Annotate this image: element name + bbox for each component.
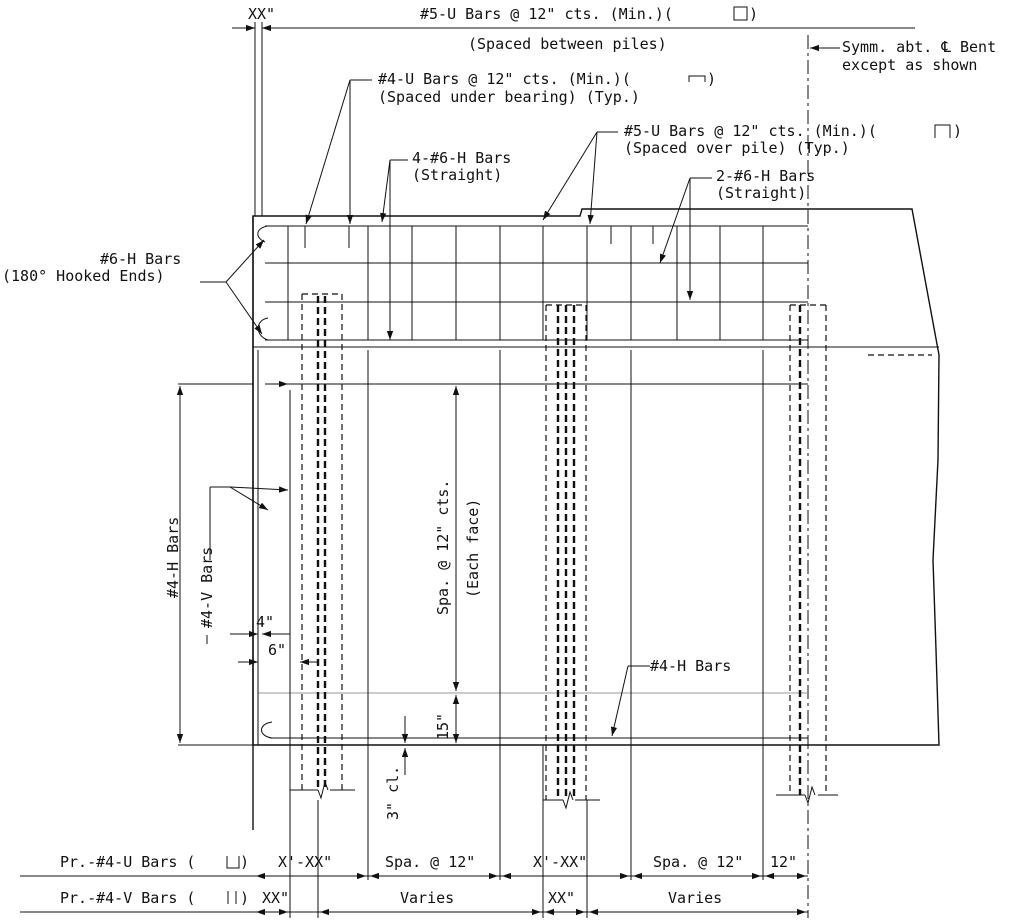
v-row-value-2: Varies (400, 889, 454, 907)
spaced-between-piles-label: (Spaced between piles) (468, 35, 667, 53)
dimension-h-bars-left (176, 380, 288, 746)
svg-text:#4-U Bars @ 12" cts. (Min.)(: #4-U Bars @ 12" cts. (Min.)( (378, 70, 631, 88)
cap-outline (252, 208, 940, 830)
u-row-label: Pr.-#4-U Bars ( ) (60, 853, 249, 871)
h4-left-label: #4-H Bars (164, 517, 182, 598)
v4-label: #4-V Bars (198, 547, 216, 628)
u-row-value-3: X'-XX" (533, 853, 587, 871)
svg-text:Pr.-#4-V Bars (: Pr.-#4-V Bars ( (60, 889, 195, 907)
svg-text:#4-H Bars: #4-H Bars (650, 657, 731, 675)
h6-2-label-line1: 2-#6-H Bars (716, 167, 815, 185)
v-row-value-3: XX" (548, 889, 575, 907)
vertical-v-bars (257, 350, 764, 790)
svg-text:): ) (749, 5, 758, 23)
svg-text:): ) (953, 122, 962, 140)
vertical-u-bars (287, 226, 764, 340)
v-row-label: Pr.-#4-V Bars ( ) (60, 889, 249, 907)
svg-text:(Spaced under bearing) (Typ.): (Spaced under bearing) (Typ.) (378, 88, 640, 106)
svg-text:Pr.-#4-U Bars (: Pr.-#4-U Bars ( (60, 853, 195, 871)
u-row-value-2: Spa. @ 12" (385, 853, 475, 871)
cover-dimensions (230, 630, 318, 666)
u-row-value-4: Spa. @ 12" (653, 853, 743, 871)
u-bar-symbol (226, 856, 240, 869)
u-row-value-5: 12" (770, 853, 797, 871)
symm-label-line2: except as shown (842, 56, 977, 74)
h4-right-label: #4-H Bars (634, 657, 731, 675)
dim-3cl-label: 3" cl. (384, 766, 402, 820)
open-stirrup-symbol (688, 75, 706, 82)
u5-pile-label: #5-U Bars @ 12" cts. (Min.)( ) (Spaced o… (624, 122, 962, 157)
bottom-dimension-rows (20, 745, 808, 918)
spa-each-face-line1: Spa. @ 12" cts. (434, 480, 452, 615)
dim-15-label: 15" (434, 713, 452, 740)
horizontal-h-bars (257, 225, 808, 739)
v-row-value-4: Varies (668, 889, 722, 907)
v-row-value-1: XX" (262, 889, 289, 907)
dim-6-label: 6" (268, 641, 286, 659)
symm-label-line1: Symm. abt. ℄ Bent (842, 38, 996, 56)
svg-text:(Spaced over pile) (Typ.): (Spaced over pile) (Typ.) (624, 139, 850, 157)
pile-right (776, 304, 838, 805)
dim-4-label: 4" (256, 613, 274, 631)
u4-label: #4-U Bars @ 12" cts. (Min.)( ) (Spaced u… (378, 70, 716, 106)
leader-lines (200, 44, 840, 737)
pile-center (543, 304, 600, 810)
hook-label-line1: #6-H Bars (100, 250, 181, 268)
svg-text:): ) (240, 853, 249, 871)
spa-each-face-line2: (Each face) (464, 499, 482, 598)
hook-label-line2: (180° Hooked Ends) (2, 267, 165, 285)
h6-4-label-line1: 4-#6-H Bars (412, 149, 511, 167)
u5-min-label: #5-U Bars @ 12" cts. (Min.)( ) (420, 5, 758, 23)
closed-stirrup-symbol (733, 6, 748, 21)
h6-2-label-line2: (Straight) (716, 184, 806, 202)
inverted-u-symbol (934, 124, 951, 138)
spacing-dimension-each-face (400, 386, 460, 775)
svg-text:#5-U Bars @ 12" cts. (Min.)(: #5-U Bars @ 12" cts. (Min.)( (420, 5, 673, 23)
h6-4-label-line2: (Straight) (412, 166, 502, 184)
pile-left (290, 293, 355, 800)
svg-text:#5-U Bars @ 12" cts. (Min.)(: #5-U Bars @ 12" cts. (Min.)( (624, 122, 877, 140)
top-xx-label: XX" (248, 5, 275, 23)
top-dimension-guides (232, 22, 915, 216)
u-row-value-1: X'-XX" (278, 853, 332, 871)
svg-text:): ) (707, 70, 716, 88)
svg-text:): ) (240, 889, 249, 907)
